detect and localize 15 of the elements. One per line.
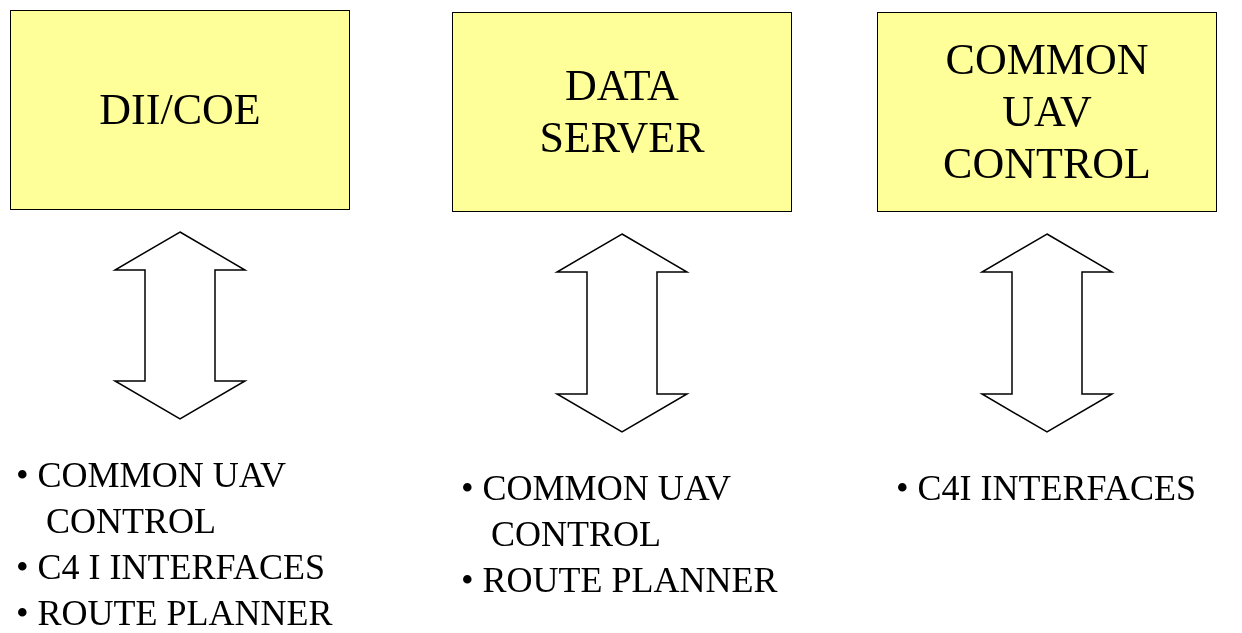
bullet-item: • ROUTE PLANNER — [16, 592, 334, 633]
process-box — [877, 12, 1217, 212]
double-block-arrow — [979, 233, 1115, 433]
box-label: DATA SERVER — [539, 60, 705, 164]
double-block-arrow — [554, 233, 690, 433]
bullet-item: • ROUTE PLANNER — [461, 559, 779, 602]
box-label: COMMON UAV CONTROL — [943, 34, 1151, 190]
bullet-item: • C4 I INTERFACES — [16, 546, 326, 589]
bullet-item: • COMMON UAV CONTROL — [461, 467, 732, 556]
box-label: DII/COE — [99, 84, 261, 136]
bullet-item: • COMMON UAV CONTROL — [16, 454, 287, 543]
process-box — [452, 12, 792, 212]
double-block-arrow — [112, 231, 248, 420]
process-box — [10, 10, 350, 210]
bullet-item: • C4I INTERFACES — [896, 467, 1197, 510]
